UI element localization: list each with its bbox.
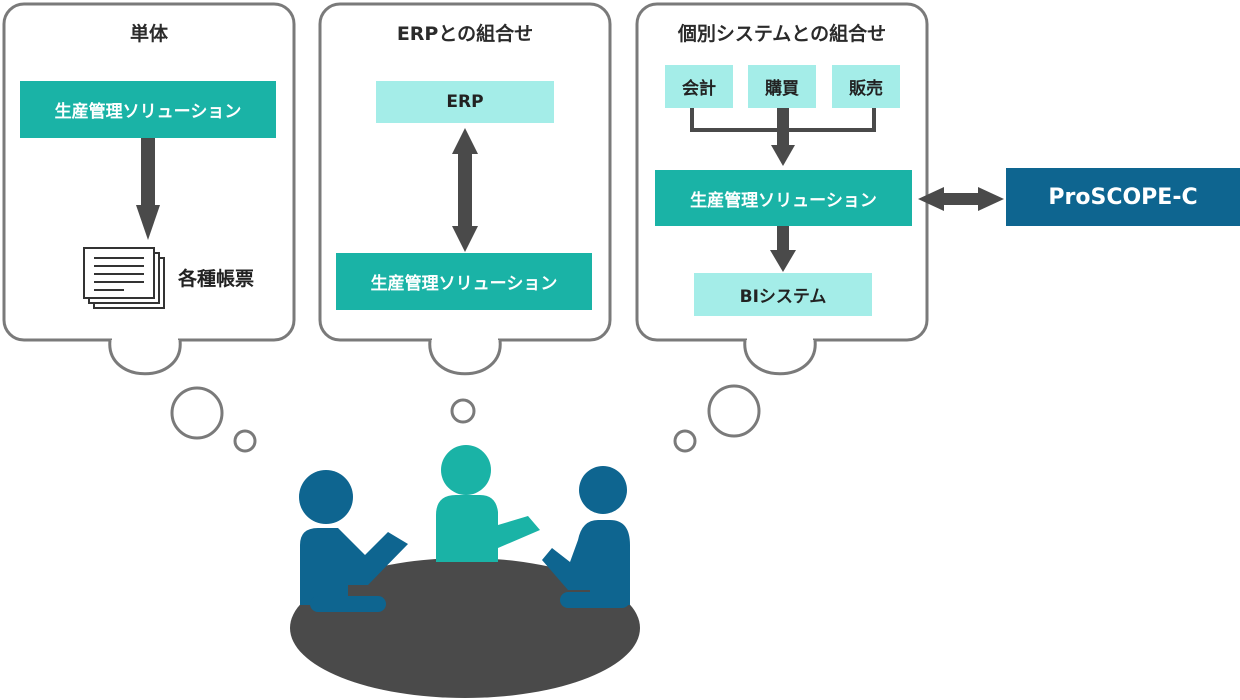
arrow-inputs-to-solution: [690, 108, 876, 166]
erp-box: ERP: [376, 81, 554, 123]
panel-systems-title: 個別システムとの組合せ: [677, 22, 887, 45]
solution-box-systems: 生産管理ソリューション: [655, 170, 912, 226]
person-center-icon: [436, 445, 540, 562]
solution-box-erp: 生産管理ソリューション: [336, 253, 592, 310]
documents-icon: [83, 247, 165, 309]
arrow-erp-solution: [452, 128, 478, 252]
reports-label: 各種帳票: [178, 267, 255, 290]
bi-system-box: BIシステム: [694, 273, 872, 316]
person-left-icon: [299, 470, 408, 612]
person-right-icon: [542, 466, 630, 608]
proscope-c-box: ProSCOPE-C: [1006, 168, 1240, 226]
solution-box-single: 生産管理ソリューション: [20, 81, 276, 138]
panel-erp-title: ERPとの組合せ: [396, 22, 534, 45]
arrow-solution-to-reports: [136, 138, 160, 240]
meeting-table: [290, 558, 640, 698]
input-box-hanbai: 販売: [832, 65, 900, 108]
arrow-solution-proscope: [918, 187, 1004, 211]
input-box-kaikei: 会計: [665, 65, 733, 108]
input-box-kobai: 購買: [748, 65, 816, 108]
panel-single-title: 単体: [129, 22, 168, 45]
arrow-solution-to-bi: [770, 226, 796, 272]
